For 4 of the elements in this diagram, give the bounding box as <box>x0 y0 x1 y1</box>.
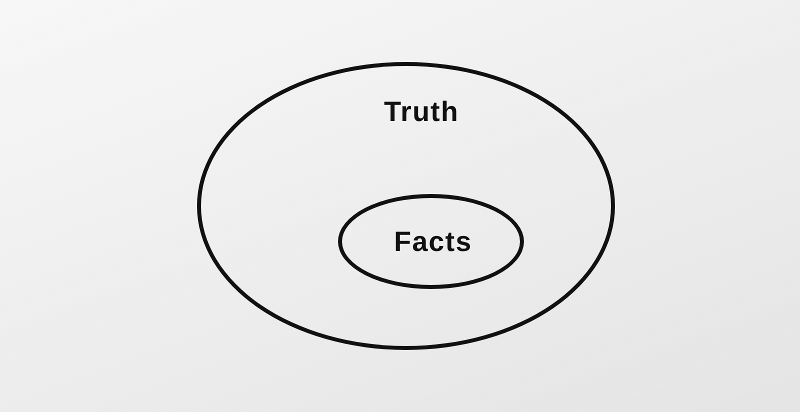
outer-ellipse <box>197 62 615 350</box>
ellipse-label: Truth <box>384 96 459 128</box>
ellipse-label: Facts <box>394 226 472 258</box>
inner-ellipse <box>338 194 524 289</box>
